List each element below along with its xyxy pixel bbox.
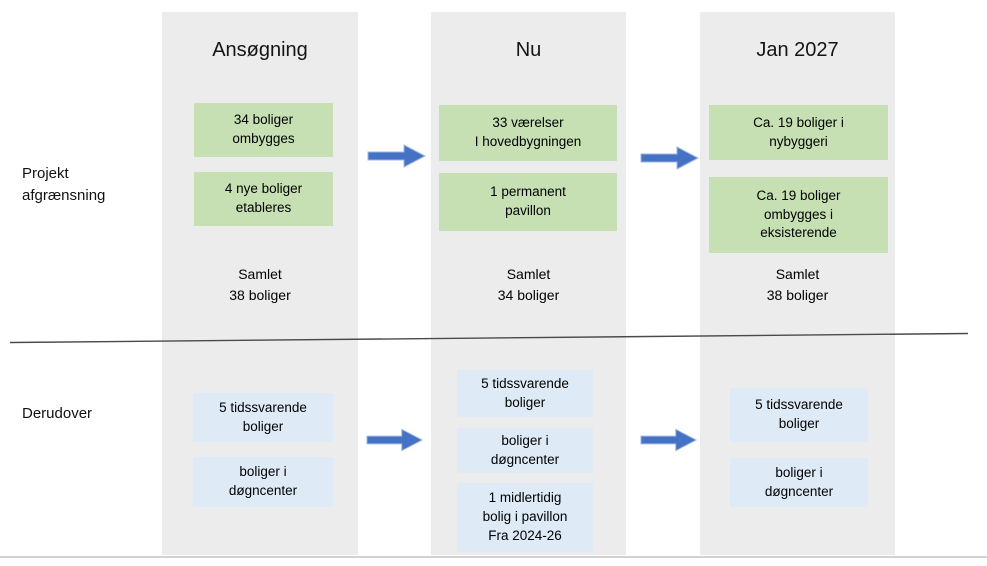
section-separator-line xyxy=(9,332,969,344)
right-arrow-icon xyxy=(366,428,424,452)
blue-box-doegncenter: boliger i døgncenter xyxy=(193,457,333,507)
summary-samlet-38: Samlet 38 boliger xyxy=(766,266,829,303)
column-ansoegning: Ansøgning 34 boliger ombygges 4 nye boli… xyxy=(162,12,358,555)
column-header-nu: Nu xyxy=(515,39,542,61)
blue-box-5-tidssvarende: 5 tidssvarende boliger xyxy=(457,370,593,417)
blue-box-1-midlertidig-pavillon: 1 midlertidig bolig i pavillon Fra 2024-… xyxy=(457,483,593,552)
bottom-rule xyxy=(0,556,987,558)
column-header-jan-2027: Jan 2027 xyxy=(756,39,839,61)
row-label-derudover: Derudover xyxy=(22,405,93,422)
column-nu: Nu 33 værelser I hovedbygningen 1 perman… xyxy=(431,12,626,555)
green-box-ca-19-nybyggeri: Ca. 19 boliger i nybyggeri xyxy=(709,105,888,160)
green-box-ca-19-ombygges: Ca. 19 boliger ombygges i eksisterende xyxy=(709,177,888,253)
right-arrow-icon xyxy=(640,428,698,452)
green-box-1-permanent-pavillon: 1 permanent pavillon xyxy=(439,173,617,231)
green-box-34-boliger-ombygges: 34 boliger ombygges xyxy=(194,103,333,157)
blue-box-doegncenter: boliger i døgncenter xyxy=(730,458,868,507)
row-label-projekt-afgraensning: Projekt afgrænsning xyxy=(22,165,106,204)
summary-samlet-38: Samlet 38 boliger xyxy=(229,266,291,303)
green-box-33-vaerelser: 33 værelser I hovedbygningen xyxy=(439,105,617,161)
summary-samlet-34: Samlet 34 boliger xyxy=(497,266,560,303)
right-arrow-icon xyxy=(367,144,427,168)
green-box-4-nye-boliger: 4 nye boliger etableres xyxy=(194,172,333,226)
blue-box-5-tidssvarende: 5 tidssvarende boliger xyxy=(730,388,868,442)
right-arrow-icon xyxy=(640,146,700,170)
column-jan-2027: Jan 2027 Ca. 19 boliger i nybyggeri Ca. … xyxy=(700,12,895,555)
blue-box-5-tidssvarende: 5 tidssvarende boliger xyxy=(193,393,333,442)
column-header-ansoegning: Ansøgning xyxy=(212,39,308,61)
blue-box-doegncenter: boliger i døgncenter xyxy=(457,428,593,473)
